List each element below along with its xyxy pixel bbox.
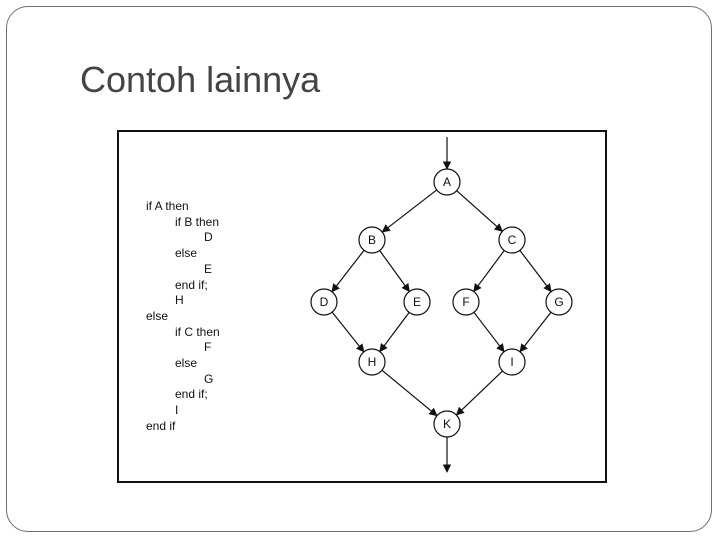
node-d: D — [310, 288, 338, 316]
node-circle — [358, 226, 386, 254]
code-line: I — [175, 403, 179, 418]
node-circle — [452, 288, 480, 316]
node-circle — [498, 348, 526, 376]
node-label: B — [368, 233, 376, 247]
node-circle — [310, 288, 338, 316]
code-line: E — [204, 261, 213, 276]
node-a: A — [433, 168, 461, 196]
node-label: I — [510, 355, 513, 369]
code-line: else — [146, 308, 169, 323]
code-line: H — [175, 293, 184, 308]
node-circle — [498, 226, 526, 254]
code-line: if A then — [146, 199, 189, 213]
node-g: G — [545, 288, 573, 316]
node-c: C — [498, 226, 526, 254]
node-b: B — [358, 226, 386, 254]
edge-b-d — [331, 249, 365, 293]
code-line: D — [204, 230, 213, 245]
flow-graph: A B C D E F G H I K — [310, 137, 573, 473]
node-label: G — [554, 295, 563, 309]
node-label: D — [320, 295, 329, 309]
code-line: F — [204, 340, 212, 355]
node-i: I — [498, 348, 526, 376]
edge-h-k — [381, 369, 438, 417]
node-k: K — [433, 410, 461, 438]
slide-title: Contoh lainnya — [80, 59, 321, 100]
edge-d-h — [331, 311, 365, 353]
node-f: F — [452, 288, 480, 316]
edge-b-e — [379, 250, 410, 293]
edge-a-b — [381, 189, 438, 233]
code-line: end if — [146, 418, 176, 433]
code-line: if B then — [175, 214, 220, 229]
node-circle — [433, 410, 461, 438]
node-label: C — [508, 233, 517, 247]
edge-i-k — [455, 370, 504, 416]
node-label: F — [462, 295, 469, 309]
code-line: else — [175, 356, 198, 370]
node-h: H — [358, 348, 386, 376]
code-line: end if; — [175, 277, 208, 292]
edges-layer — [331, 137, 552, 473]
node-circle — [358, 348, 386, 376]
edge-c-f — [473, 250, 505, 293]
node-label: E — [413, 295, 421, 309]
node-label: H — [368, 355, 377, 369]
node-e: E — [403, 288, 431, 316]
node-circle — [545, 288, 573, 316]
code-line: G — [204, 371, 214, 386]
node-label: A — [443, 175, 451, 189]
node-circle — [403, 288, 431, 316]
edge-c-g — [519, 249, 552, 293]
edge-f-i — [473, 311, 505, 353]
code-line: if C then — [175, 324, 220, 339]
edge-g-i — [519, 311, 552, 353]
nodes-layer: A B C D E F G H I K — [310, 168, 573, 438]
code-line: end if; — [175, 387, 208, 402]
edge-a-c — [456, 190, 503, 232]
edge-e-h — [379, 312, 410, 353]
node-circle — [433, 168, 461, 196]
code-line: else — [175, 246, 198, 261]
node-label: K — [443, 417, 451, 431]
